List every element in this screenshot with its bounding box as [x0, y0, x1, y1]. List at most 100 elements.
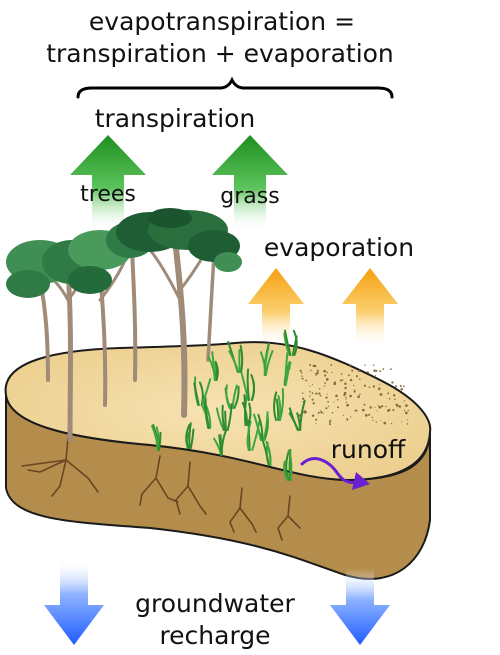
sand-speck	[376, 410, 378, 412]
sand-speck	[405, 404, 408, 407]
grass-blade	[226, 403, 233, 431]
grass-blade	[189, 428, 195, 449]
sand-speck	[394, 385, 397, 388]
grass-blade	[151, 424, 159, 451]
grass-blade	[273, 391, 278, 421]
sand-speck	[343, 414, 345, 417]
sand-speck	[406, 423, 409, 425]
sand-speck	[316, 372, 318, 375]
sand-speck	[392, 394, 396, 397]
sand-speck	[372, 419, 374, 421]
grass-blade	[275, 398, 280, 421]
sand-speck	[359, 393, 361, 396]
sand-speck	[394, 398, 396, 400]
grass-blade	[288, 407, 299, 431]
runoff-arrowhead	[352, 472, 370, 490]
sand-speck	[318, 392, 321, 395]
transpiration-arrow-grass	[212, 135, 288, 232]
trees-group	[6, 208, 242, 443]
bare-soil-speckles	[298, 364, 409, 426]
sand-speck	[337, 406, 339, 409]
sand-speck	[309, 390, 311, 393]
grass-blade	[264, 350, 274, 376]
sand-speck	[343, 391, 347, 395]
grass-blade	[279, 387, 285, 421]
grass-blade	[263, 346, 270, 376]
sand-speck	[329, 423, 332, 426]
sand-speck	[322, 412, 325, 414]
sand-speck	[326, 378, 329, 381]
sand-speck	[309, 395, 311, 397]
sand-speck	[390, 422, 393, 425]
sand-speck	[400, 387, 403, 391]
transpiration-arrow-trees	[70, 135, 146, 232]
sand-speck	[378, 387, 381, 391]
sand-speck	[344, 382, 347, 385]
sand-speck	[335, 394, 338, 398]
sand-speck	[357, 395, 360, 399]
sand-speck	[309, 364, 312, 366]
sand-speck	[317, 411, 320, 414]
sand-speck	[375, 369, 378, 373]
sand-speck	[361, 408, 365, 412]
sand-speck	[351, 369, 354, 372]
sand-speck	[301, 375, 303, 377]
grass-blade	[231, 384, 238, 409]
sand-speck	[310, 369, 312, 372]
sand-speck	[363, 384, 366, 387]
sand-speck	[346, 418, 349, 421]
grass-blade	[251, 419, 261, 451]
sand-speck	[312, 364, 315, 368]
grass-blade	[288, 449, 293, 481]
sand-speck	[327, 401, 329, 403]
sand-speck	[315, 365, 317, 368]
groundwater-label-line-1: groundwater	[135, 589, 295, 618]
sand-speck	[331, 411, 334, 414]
tree-foliage	[6, 208, 242, 298]
grass-blade	[185, 423, 191, 449]
sand-speck	[316, 369, 319, 372]
sand-speck	[330, 364, 333, 366]
sand-speck	[325, 407, 328, 410]
grass-blade	[292, 329, 298, 356]
sand-speck	[349, 378, 353, 382]
sand-speck	[336, 398, 339, 401]
sand-speck	[326, 371, 328, 374]
sand-speck	[323, 385, 326, 387]
grass-blade	[259, 432, 270, 466]
grass-blade	[284, 361, 292, 386]
sand-speck	[311, 414, 315, 417]
grass-blade	[262, 411, 269, 441]
grass-blade	[214, 361, 218, 381]
sand-speck	[382, 368, 385, 370]
sand-speck	[386, 409, 390, 413]
sand-speck	[355, 375, 358, 378]
sand-speck	[396, 404, 399, 407]
sand-speck	[329, 419, 332, 422]
grass-blade	[201, 378, 212, 406]
sand-speck	[325, 396, 328, 399]
grass-label: grass	[220, 184, 279, 209]
sand-speck	[346, 419, 348, 421]
sand-speck	[373, 369, 376, 372]
sand-speck	[333, 381, 337, 384]
grass-blade	[218, 434, 223, 456]
grass-blade	[233, 385, 240, 409]
sand-speck	[364, 364, 366, 366]
groundwater-arrow-left	[44, 560, 104, 645]
sand-speck	[349, 364, 352, 367]
sand-speck	[343, 394, 346, 397]
sand-speck	[355, 409, 358, 412]
sand-speck	[403, 385, 405, 388]
sand-speck	[346, 403, 349, 407]
sand-speck	[371, 416, 373, 419]
grass-blade	[221, 404, 226, 431]
sand-speck	[320, 411, 323, 414]
sand-speck	[377, 404, 379, 406]
sand-speck	[323, 369, 326, 373]
grass-blade	[246, 368, 250, 401]
groundwater-arrow-right	[330, 568, 390, 645]
sand-speck	[311, 384, 313, 386]
roots	[21, 437, 301, 541]
